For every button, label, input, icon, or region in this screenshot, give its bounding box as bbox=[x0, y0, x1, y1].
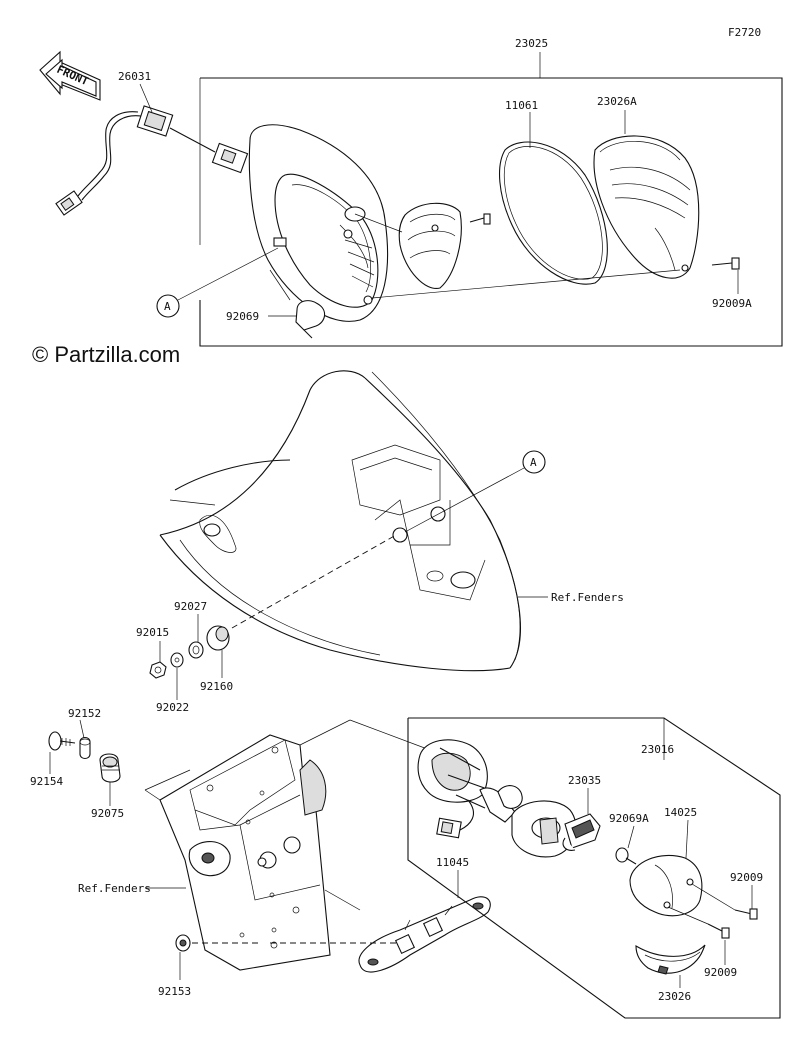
screw-92009-lower bbox=[707, 923, 730, 939]
ref-fenders-lower: Ref.Fenders bbox=[78, 882, 151, 895]
nut-92015 bbox=[149, 661, 167, 679]
part-label-92009A: 92009A bbox=[712, 297, 752, 310]
part-label-92069: 92069 bbox=[226, 310, 259, 323]
bulb-92069 bbox=[269, 269, 326, 339]
part-label-92152: 92152 bbox=[68, 707, 101, 720]
front-arrow-icon: FRONT bbox=[39, 50, 101, 101]
screw-92009-upper bbox=[734, 908, 758, 920]
wiring-pigtail bbox=[436, 787, 516, 839]
grommet-92160 bbox=[206, 625, 230, 651]
part-label-26031: 26031 bbox=[118, 70, 151, 83]
part-label-23016: 23016 bbox=[641, 743, 674, 756]
license-bracket bbox=[159, 734, 331, 971]
collar-92152 bbox=[79, 736, 91, 760]
bolt-92154 bbox=[48, 731, 76, 751]
part-label-92022: 92022 bbox=[156, 701, 189, 714]
part-label-23026: 23026 bbox=[658, 990, 691, 1003]
washer-92022 bbox=[170, 652, 184, 668]
copyright-text: © Partzilla.com bbox=[32, 342, 180, 367]
bolt-92153 bbox=[175, 934, 191, 952]
lamp-cover-14025 bbox=[629, 854, 703, 917]
collar-92027 bbox=[188, 641, 204, 659]
part-label-14025: 14025 bbox=[664, 806, 697, 819]
screw-92009A bbox=[711, 257, 740, 270]
screw-icon bbox=[469, 213, 491, 225]
ref-label-a-mid: A bbox=[530, 456, 537, 469]
holder-23035 bbox=[562, 813, 601, 851]
small-bulb bbox=[497, 785, 523, 809]
lens-23026A bbox=[593, 135, 700, 279]
figure-code: F2720 bbox=[728, 26, 761, 39]
tail-light-housing bbox=[248, 124, 389, 322]
lamp-socket-base bbox=[417, 739, 491, 809]
part-label-11061: 11061 bbox=[505, 99, 538, 112]
part-label-23025: 23025 bbox=[515, 37, 548, 50]
part-label-11045: 11045 bbox=[436, 856, 469, 869]
ref-circle-a-top bbox=[156, 294, 180, 318]
part-label-92153: 92153 bbox=[158, 985, 191, 998]
part-label-92075: 92075 bbox=[91, 807, 124, 820]
ref-circle-a-mid bbox=[522, 450, 546, 474]
assembly-box-23025 bbox=[199, 77, 783, 347]
wiring-harness-26031 bbox=[55, 105, 216, 216]
ref-label-a-top: A bbox=[164, 300, 171, 313]
plate-11045 bbox=[358, 896, 491, 973]
gasket-11061 bbox=[499, 141, 608, 285]
part-label-92069A: 92069A bbox=[609, 812, 649, 825]
part-label-92160: 92160 bbox=[200, 680, 233, 693]
grommet-92075 bbox=[99, 753, 121, 783]
part-label-23035: 23035 bbox=[568, 774, 601, 787]
part-label-92154: 92154 bbox=[30, 775, 63, 788]
ref-fenders-upper: Ref.Fenders bbox=[551, 591, 624, 604]
reflector-lens bbox=[398, 202, 462, 289]
part-label-92009-upper: 92009 bbox=[730, 871, 763, 884]
lens-23026 bbox=[635, 944, 706, 975]
part-label-92027: 92027 bbox=[174, 600, 207, 613]
part-label-92009-lower: 92009 bbox=[704, 966, 737, 979]
rear-fender bbox=[159, 370, 521, 672]
screw-92069A bbox=[615, 847, 637, 865]
part-label-92015: 92015 bbox=[136, 626, 169, 639]
connector-plug bbox=[211, 142, 249, 174]
part-label-23026A: 23026A bbox=[597, 95, 637, 108]
